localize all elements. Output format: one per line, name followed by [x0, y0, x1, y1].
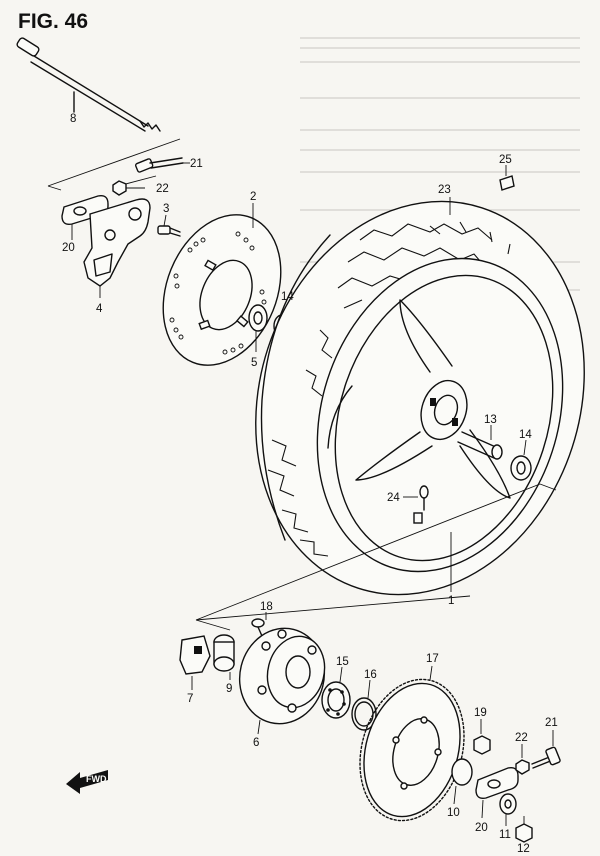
axle-nut — [515, 816, 533, 843]
wheel-bearing-shaft — [457, 425, 503, 460]
callout-14-left: 14 — [281, 291, 294, 303]
sprocket-nut — [473, 719, 491, 755]
hub-spacer — [213, 634, 235, 680]
right-seal — [510, 439, 532, 481]
callout-19: 19 — [474, 707, 487, 719]
callout-1: 1 — [448, 595, 454, 607]
callout-14-right: 14 — [519, 429, 532, 441]
rear-axle — [16, 37, 161, 132]
nut-top — [112, 180, 145, 196]
callout-6: 6 — [253, 737, 259, 749]
callout-17: 17 — [426, 653, 439, 665]
callout-15: 15 — [336, 656, 349, 668]
callout-11: 11 — [499, 829, 511, 841]
bracket-bolt — [157, 214, 181, 237]
callout-5: 5 — [251, 357, 257, 369]
callout-24: 24 — [387, 492, 400, 504]
callout-12: 12 — [517, 843, 530, 855]
sprocket-hub-drum — [238, 627, 326, 735]
hub-damper — [179, 635, 211, 690]
callout-21-bottom: 21 — [545, 717, 558, 729]
callout-22-bottom: 22 — [515, 732, 528, 744]
washer — [499, 793, 517, 826]
rear-sprocket — [359, 665, 465, 822]
hub-bearing — [321, 666, 351, 719]
assembly-guide-lines-bottom — [195, 483, 557, 631]
callout-8: 8 — [70, 113, 76, 125]
callout-labels: 8 21 22 2 3 20 4 14 5 23 25 13 14 24 1 1… — [62, 113, 558, 855]
forward-arrow-icon: FWD — [66, 770, 108, 794]
balance-weight — [499, 165, 515, 191]
callout-9: 9 — [226, 683, 232, 695]
callout-2: 2 — [250, 191, 256, 203]
callout-3: 3 — [163, 203, 169, 215]
callout-7: 7 — [187, 693, 193, 705]
snap-ring — [351, 679, 377, 731]
callout-4: 4 — [96, 303, 103, 315]
nut-bottom — [515, 744, 530, 775]
callout-21-top: 21 — [190, 158, 203, 170]
rear-wheel-assembly — [255, 197, 585, 596]
tire-valve — [403, 485, 429, 511]
callout-13: 13 — [484, 414, 497, 426]
callout-20-top: 20 — [62, 242, 75, 254]
callout-18: 18 — [260, 601, 273, 613]
adjuster-bolt-bottom — [531, 730, 561, 769]
collar — [451, 758, 473, 805]
brake-caliper-bracket — [83, 198, 151, 298]
tire-tread — [267, 221, 511, 557]
callout-23: 23 — [438, 184, 451, 196]
callout-22-top: 22 — [156, 183, 169, 195]
callout-10: 10 — [447, 807, 460, 819]
callout-20-bottom: 20 — [475, 822, 488, 834]
figure-title: FIG. 46 — [18, 10, 89, 33]
chain-adjuster-bottom — [475, 766, 519, 819]
fwd-label: FWD — [86, 774, 107, 784]
callout-25: 25 — [499, 154, 512, 166]
stud-bolt — [251, 612, 267, 637]
adjuster-bolt-top — [134, 157, 190, 173]
callout-16: 16 — [364, 669, 377, 681]
